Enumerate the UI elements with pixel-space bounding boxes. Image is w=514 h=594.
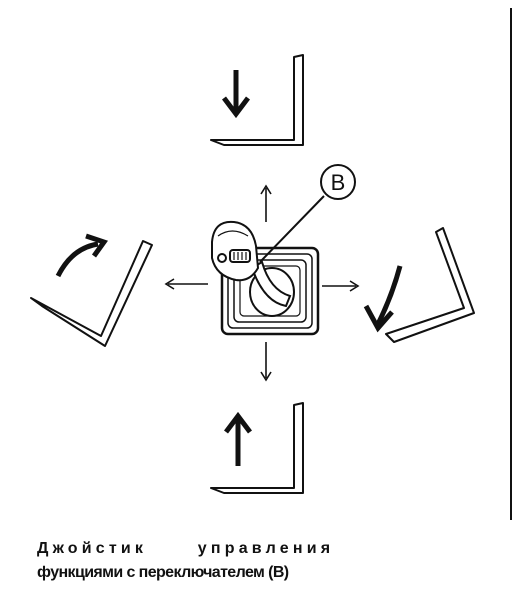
bottom-up-arrow-icon xyxy=(226,416,250,466)
left-curved-arrow-icon xyxy=(58,236,104,276)
right-direction-arrow-icon xyxy=(322,281,358,291)
left-direction-arrow-icon xyxy=(166,279,208,289)
left-bucket-bracket-icon xyxy=(31,241,152,346)
up-direction-arrow-icon xyxy=(261,186,271,222)
caption-line-2: функциями с переключателем (B) xyxy=(37,564,467,582)
callout-b-label: B xyxy=(331,170,346,195)
caption-line-1: Джойстик управления xyxy=(37,540,467,558)
right-bucket-bracket-icon xyxy=(386,228,474,342)
bottom-bucket-bracket-icon xyxy=(211,403,303,493)
top-down-arrow-icon xyxy=(224,70,248,114)
down-direction-arrow-icon xyxy=(261,342,271,380)
right-curved-arrow-icon xyxy=(366,266,400,328)
